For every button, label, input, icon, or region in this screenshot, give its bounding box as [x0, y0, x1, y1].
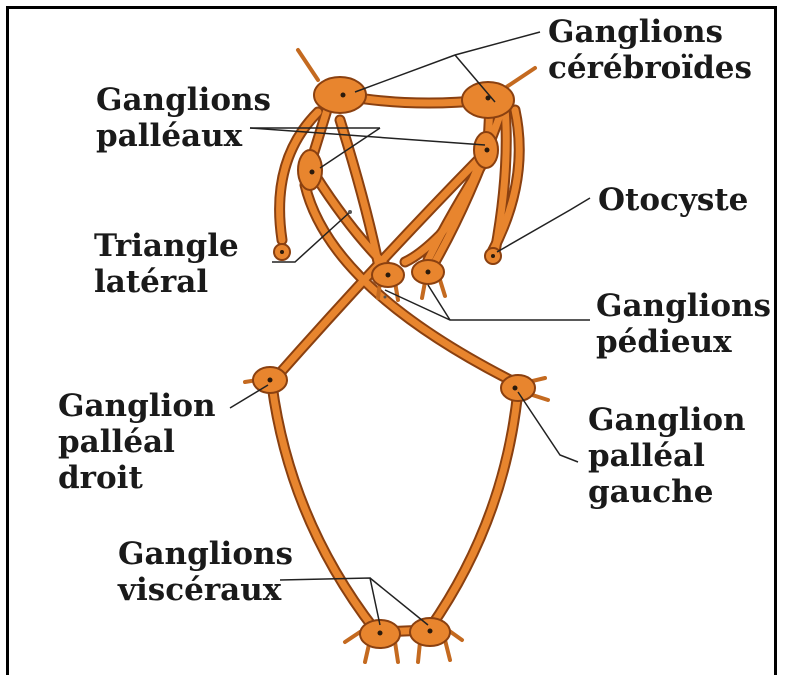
leader-palleal-droit — [230, 385, 268, 408]
label-line: Ganglion — [588, 402, 746, 438]
label-line: palléal — [588, 438, 746, 474]
label-ganglions-pedieux: Ganglions pédieux — [596, 288, 771, 360]
label-ganglion-palleal-gauche: Ganglion palléal gauche — [588, 402, 746, 510]
label-line: Otocyste — [598, 182, 748, 218]
label-line: pédieux — [596, 324, 771, 360]
label-ganglions-cerebroides: Ganglions cérébroïdes — [548, 14, 752, 86]
label-line: palléaux — [96, 118, 271, 154]
label-ganglion-palleal-droit: Ganglion palléal droit — [58, 388, 216, 496]
label-triangle-lateral: Triangle latéral — [94, 228, 239, 300]
leader-pedieux — [385, 290, 590, 320]
label-line: palléal — [58, 424, 216, 460]
label-line: droit — [58, 460, 216, 496]
pleural-ganglion-left — [298, 150, 322, 190]
label-line: latéral — [94, 264, 239, 300]
label-line: gauche — [588, 474, 746, 510]
label-ganglions-palleaux: Ganglions palléaux — [96, 82, 271, 154]
label-line: Ganglions — [548, 14, 752, 50]
label-line: viscéraux — [118, 572, 293, 608]
label-ganglions-visceraux: Ganglions viscéraux — [118, 536, 293, 608]
pallial-ganglion-left-body — [501, 375, 535, 401]
label-line: Ganglions — [96, 82, 271, 118]
leader-palleal-gauche — [518, 392, 578, 462]
label-line: cérébroïdes — [548, 50, 752, 86]
label-line: Ganglions — [118, 536, 293, 572]
cerebral-ganglion-left — [314, 77, 366, 113]
label-line: Ganglions — [596, 288, 771, 324]
label-line: Triangle — [94, 228, 239, 264]
label-line: Ganglion — [58, 388, 216, 424]
left-pallial-to-visceral — [430, 390, 518, 628]
label-otocyste: Otocyste — [598, 182, 748, 218]
